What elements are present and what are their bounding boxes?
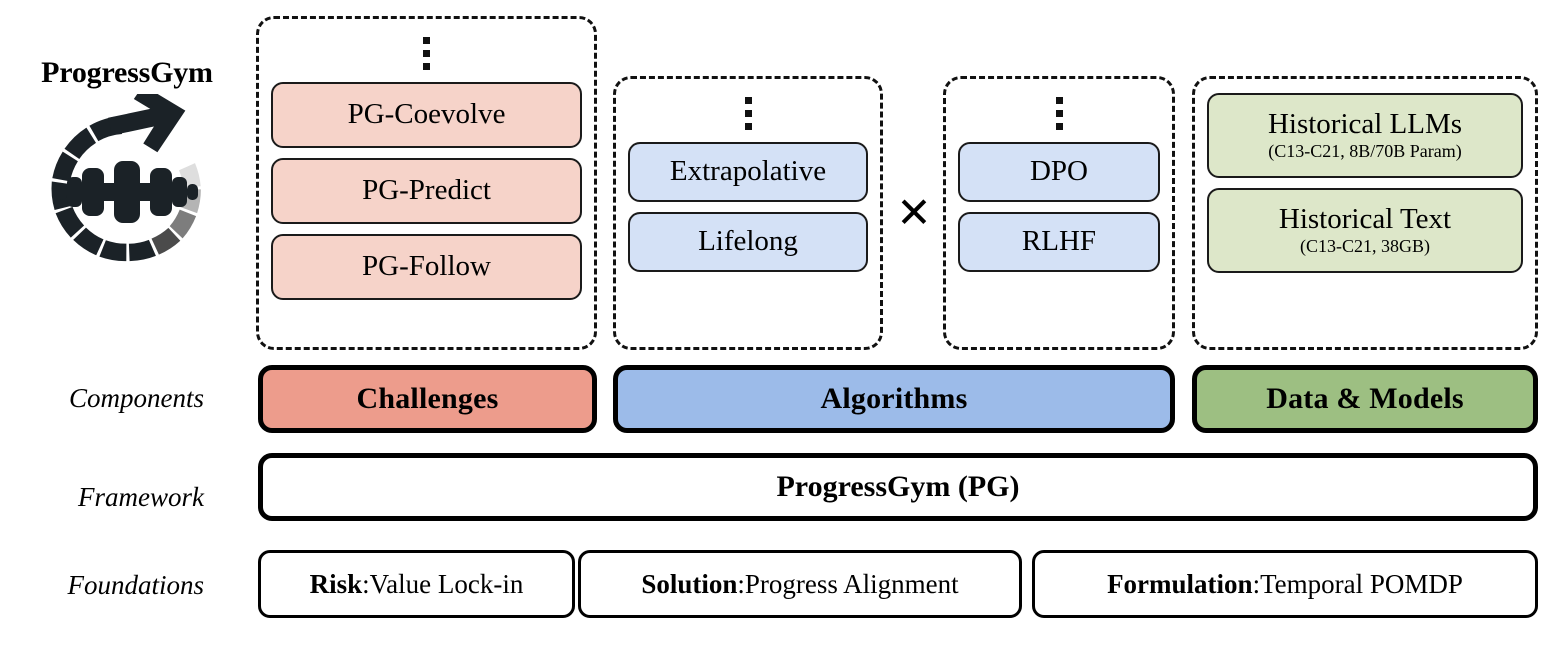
foundation-box-solution[interactable]: Solution: Progress Alignment — [578, 550, 1022, 618]
foundation-key: Risk — [309, 568, 363, 599]
brand-title: ProgressGym — [41, 56, 213, 89]
framework-bar[interactable]: ProgressGym (PG) — [258, 453, 1538, 521]
foundation-box-formulation[interactable]: Formulation: Temporal POMDP — [1032, 550, 1538, 618]
algorithm-item-label: RLHF — [1021, 225, 1097, 258]
multiply-operator-icon: ✕ — [896, 189, 932, 236]
data-item-sublabel: (C13-C21, 38GB) — [1300, 236, 1430, 257]
algorithm-item-label: DPO — [1029, 155, 1088, 188]
foundation-separator: : — [737, 568, 745, 599]
foundation-separator: : — [1252, 568, 1261, 599]
challenge-item-label: PG-Coevolve — [347, 98, 506, 131]
algorithms-method-group: DPO RLHF — [943, 76, 1175, 350]
component-bar-label: Data & Models — [1266, 382, 1464, 415]
brand-logo-block: ProgressGym — [8, 58, 246, 308]
algorithms-paradigm-group: Extrapolative Lifelong — [613, 76, 883, 350]
challenge-item-label: PG-Predict — [362, 174, 491, 207]
data-item-historical-llms[interactable]: Historical LLMs (C13-C21, 8B/70B Param) — [1207, 93, 1523, 178]
foundation-value: Temporal POMDP — [1260, 568, 1463, 599]
data-item-sublabel: (C13-C21, 8B/70B Param) — [1268, 141, 1462, 162]
challenge-item-pg-follow[interactable]: PG-Follow — [271, 234, 582, 300]
challenge-item-pg-predict[interactable]: PG-Predict — [271, 158, 582, 224]
progress-circle-dumbbell-logo-icon — [31, 85, 223, 285]
algorithm-item-rlhf[interactable]: RLHF — [958, 212, 1160, 272]
algorithm-item-label: Extrapolative — [669, 155, 827, 188]
challenge-item-label: PG-Follow — [362, 250, 491, 283]
data-item-label: Historical Text — [1278, 203, 1452, 235]
component-bar-challenges[interactable]: Challenges — [258, 365, 597, 433]
vertical-ellipsis-icon — [423, 37, 430, 70]
algorithm-item-extrapolative[interactable]: Extrapolative — [628, 142, 868, 202]
foundation-box-risk[interactable]: Risk: Value Lock-in — [258, 550, 575, 618]
vertical-ellipsis-icon — [744, 97, 752, 130]
component-bar-algorithms[interactable]: Algorithms — [613, 365, 1175, 433]
data-item-historical-text[interactable]: Historical Text (C13-C21, 38GB) — [1207, 188, 1523, 273]
algorithm-item-dpo[interactable]: DPO — [958, 142, 1160, 202]
framework-bar-label: ProgressGym (PG) — [776, 470, 1020, 503]
data-item-label: Historical LLMs — [1267, 108, 1463, 140]
foundation-key: Formulation — [1107, 568, 1253, 599]
row-label-framework: Framework — [78, 482, 204, 512]
row-label-components: Components — [69, 383, 204, 413]
vertical-ellipsis-icon — [1055, 97, 1063, 130]
challenge-item-pg-coevolve[interactable]: PG-Coevolve — [271, 82, 582, 148]
row-label-foundations: Foundations — [67, 570, 204, 600]
algorithm-item-label: Lifelong — [698, 225, 798, 258]
algorithm-item-lifelong[interactable]: Lifelong — [628, 212, 868, 272]
foundation-separator: : — [362, 568, 370, 599]
component-bar-data-models[interactable]: Data & Models — [1192, 365, 1538, 433]
foundation-key: Solution — [641, 568, 738, 599]
component-bar-label: Challenges — [356, 382, 499, 415]
foundation-value: Progress Alignment — [744, 568, 959, 599]
component-bar-label: Algorithms — [820, 382, 968, 415]
data-models-group: Historical LLMs (C13-C21, 8B/70B Param) … — [1192, 76, 1538, 350]
challenges-group: PG-Coevolve PG-Predict PG-Follow — [256, 16, 597, 350]
foundation-value: Value Lock-in — [369, 568, 524, 599]
